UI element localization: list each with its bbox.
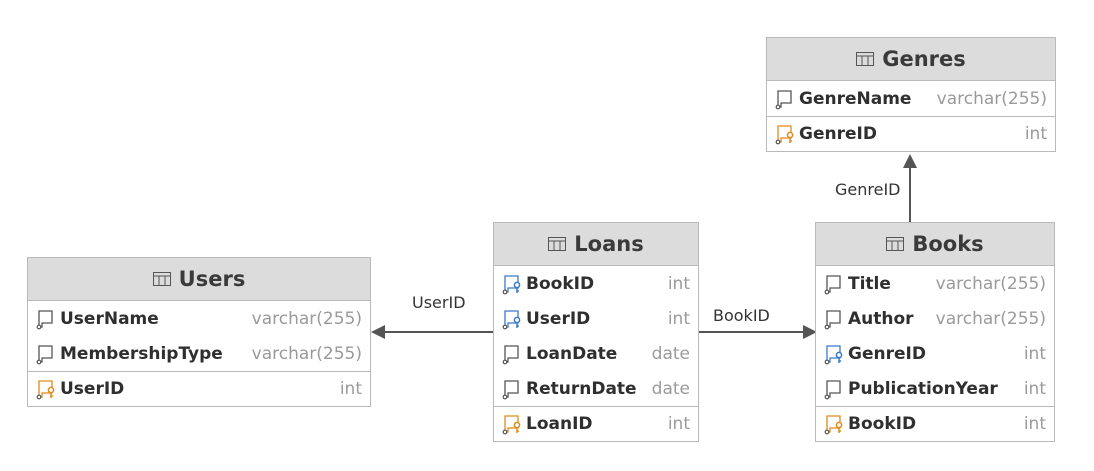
column-row[interactable]: Title varchar(255) xyxy=(816,266,1054,301)
table-title: Loans xyxy=(574,232,644,256)
column-name: BookID xyxy=(526,273,595,294)
table-title: Genres xyxy=(882,47,966,71)
column-type: int xyxy=(667,273,690,294)
table-icon xyxy=(152,272,171,286)
column-type: int xyxy=(1024,124,1047,144)
column-row[interactable]: PublicationYear int xyxy=(816,371,1054,406)
column-row[interactable]: BookID int xyxy=(494,266,698,301)
column-icon xyxy=(824,274,841,294)
column-row[interactable]: GenreID int xyxy=(767,116,1055,151)
table-books[interactable]: Books Title varchar(255) Author varchar(255… xyxy=(815,222,1055,442)
column-type: varchar(255) xyxy=(935,273,1046,294)
column-row[interactable]: ReturnDate date xyxy=(494,371,698,406)
column-type: date xyxy=(651,343,690,364)
column-row[interactable]: UserID int xyxy=(28,371,370,406)
column-icon xyxy=(824,379,841,399)
column-type: int xyxy=(667,308,690,329)
column-name: LoanDate xyxy=(526,343,618,364)
foreign-key-icon xyxy=(824,344,843,364)
foreign-key-icon xyxy=(502,309,521,329)
column-icon xyxy=(502,379,519,399)
column-name: BookID xyxy=(848,414,917,434)
column-icon xyxy=(824,309,841,329)
primary-key-icon xyxy=(502,415,521,435)
column-name: ReturnDate xyxy=(526,378,637,399)
table-icon xyxy=(856,52,875,66)
relation-label-userid: UserID xyxy=(412,293,466,312)
table-header[interactable]: Books xyxy=(816,223,1054,266)
column-row[interactable]: BookID int xyxy=(816,406,1054,441)
column-type: int xyxy=(667,414,690,434)
column-type: date xyxy=(651,378,690,399)
column-type: varchar(255) xyxy=(936,88,1047,109)
column-type: int xyxy=(1023,414,1046,434)
column-icon xyxy=(36,344,53,364)
column-name: GenreID xyxy=(799,124,877,144)
column-name: Title xyxy=(848,273,891,294)
column-name: UserName xyxy=(60,308,159,329)
relation-label-bookid: BookID xyxy=(713,306,770,325)
column-name: UserID xyxy=(526,308,591,329)
table-genres[interactable]: Genres GenreName varchar(255) GenreID int xyxy=(766,37,1056,152)
column-name: LoanID xyxy=(526,414,593,434)
column-icon xyxy=(36,309,53,329)
table-title: Books xyxy=(912,232,984,256)
foreign-key-icon xyxy=(502,274,521,294)
column-type: int xyxy=(339,379,362,399)
column-name: UserID xyxy=(60,379,125,399)
column-name: GenreName xyxy=(799,88,912,109)
column-name: MembershipType xyxy=(60,343,223,364)
column-row[interactable]: MembershipType varchar(255) xyxy=(28,336,370,371)
column-icon xyxy=(502,344,519,364)
column-row[interactable]: LoanDate date xyxy=(494,336,698,371)
table-header[interactable]: Users xyxy=(28,258,370,301)
column-row[interactable]: GenreID int xyxy=(816,336,1054,371)
column-row[interactable]: UserName varchar(255) xyxy=(28,301,370,336)
table-icon xyxy=(548,237,567,251)
table-header[interactable]: Loans xyxy=(494,223,698,266)
column-type: varchar(255) xyxy=(935,308,1046,329)
column-type: int xyxy=(1023,343,1046,364)
column-type: int xyxy=(1023,378,1046,399)
table-icon xyxy=(886,237,905,251)
column-icon xyxy=(775,89,792,109)
column-row[interactable]: Author varchar(255) xyxy=(816,301,1054,336)
column-name: GenreID xyxy=(848,343,926,364)
column-name: Author xyxy=(848,308,914,329)
column-type: varchar(255) xyxy=(251,343,362,364)
column-name: PublicationYear xyxy=(848,378,998,399)
table-title: Users xyxy=(178,267,246,291)
relation-label-genreid: GenreID xyxy=(835,180,901,199)
column-row[interactable]: GenreName varchar(255) xyxy=(767,81,1055,116)
column-row[interactable]: UserID int xyxy=(494,301,698,336)
primary-key-icon xyxy=(824,415,843,435)
table-header[interactable]: Genres xyxy=(767,38,1055,81)
primary-key-icon xyxy=(775,125,794,145)
column-row[interactable]: LoanID int xyxy=(494,406,698,441)
primary-key-icon xyxy=(36,380,55,400)
column-type: varchar(255) xyxy=(251,308,362,329)
